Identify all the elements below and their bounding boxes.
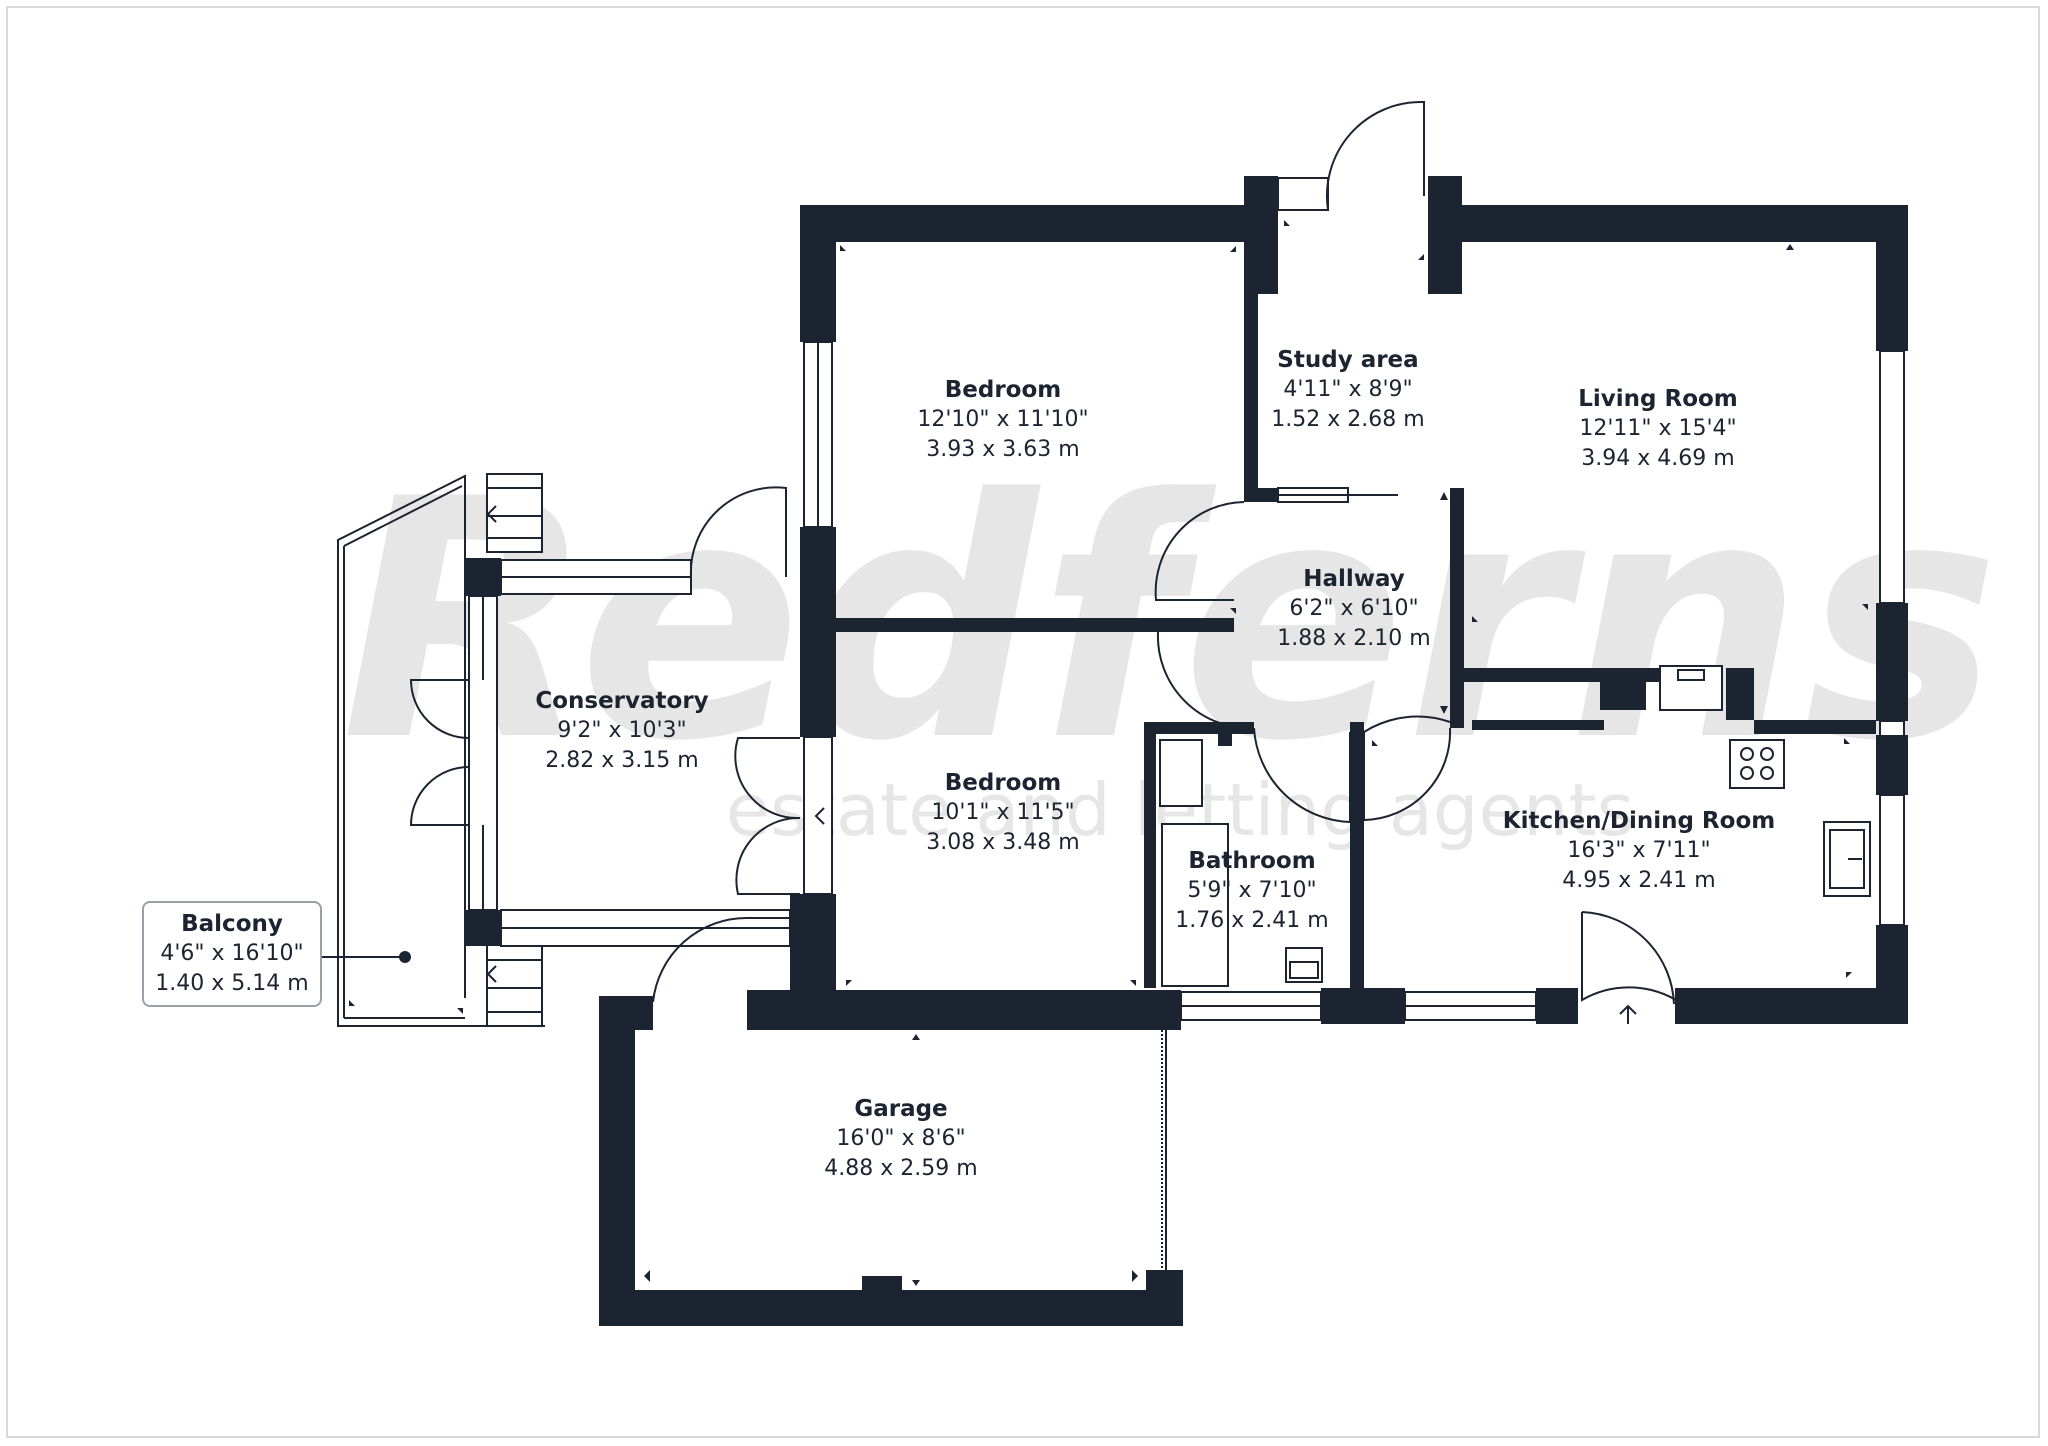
room-label-conservatory: Conservatory 9'2" x 10'3" 2.82 x 3.15 m (535, 686, 708, 776)
room-size-imperial: 16'3" x 7'11" (1567, 838, 1711, 863)
room-size-imperial: 4'6" x 16'10" (160, 941, 304, 966)
room-size-metric: 3.08 x 3.48 m (926, 830, 1080, 855)
room-label-study-area: Study area 4'11" x 8'9" 1.52 x 2.68 m (1271, 345, 1424, 435)
room-label-balcony: Balcony 4'6" x 16'10" 1.40 x 5.14 m (142, 901, 322, 1007)
room-size-metric: 4.88 x 2.59 m (824, 1156, 978, 1181)
kitchen-fixtures (1659, 665, 1871, 897)
room-size-metric: 4.95 x 2.41 m (1562, 868, 1716, 893)
room-size-imperial: 16'0" x 8'6" (836, 1126, 966, 1151)
room-name: Garage (854, 1096, 948, 1122)
room-size-metric: 3.94 x 4.69 m (1581, 446, 1735, 471)
room-size-metric: 1.88 x 2.10 m (1277, 626, 1431, 651)
balcony-outline (337, 473, 545, 1027)
room-size-imperial: 4'11" x 8'9" (1283, 377, 1413, 402)
room-size-imperial: 9'2" x 10'3" (557, 718, 687, 743)
room-name: Bedroom (944, 770, 1062, 796)
room-size-metric: 1.40 x 5.14 m (155, 971, 309, 996)
doors (652, 100, 1677, 1005)
room-name: Bedroom (944, 377, 1062, 403)
room-label-living-room: Living Room 12'11" x 15'4" 3.94 x 4.69 m (1578, 384, 1738, 474)
room-label-bedroom-1: Bedroom 12'10" x 11'10" 3.93 x 3.63 m (917, 375, 1088, 465)
room-size-imperial: 12'11" x 15'4" (1579, 416, 1737, 441)
room-size-metric: 1.76 x 2.41 m (1175, 908, 1329, 933)
room-name: Study area (1277, 347, 1419, 373)
room-name: Hallway (1303, 566, 1405, 592)
room-size-imperial: 10'1" x 11'5" (931, 800, 1075, 825)
room-label-hallway: Hallway 6'2" x 6'10" 1.88 x 2.10 m (1277, 564, 1430, 654)
bathroom-fixtures (1159, 739, 1323, 987)
room-label-bathroom: Bathroom 5'9" x 7'10" 1.76 x 2.41 m (1175, 846, 1328, 936)
garage-structure (599, 996, 1183, 1326)
dimension-markers (349, 220, 1868, 1286)
walls (747, 176, 1908, 1030)
balcony-pointer (322, 951, 411, 963)
room-size-imperial: 6'2" x 6'10" (1289, 596, 1419, 621)
room-label-kitchen-dining-room: Kitchen/Dining Room 16'3" x 7'11" 4.95 x… (1503, 806, 1775, 896)
room-label-garage: Garage 16'0" x 8'6" 4.88 x 2.59 m (824, 1094, 977, 1184)
room-size-metric: 2.82 x 3.15 m (545, 748, 699, 773)
room-label-bedroom-2: Bedroom 10'1" x 11'5" 3.08 x 3.48 m (926, 768, 1079, 858)
room-name: Conservatory (535, 688, 709, 714)
room-name: Kitchen/Dining Room (1502, 808, 1776, 834)
room-size-metric: 1.52 x 2.68 m (1271, 407, 1425, 432)
room-size-metric: 3.93 x 3.63 m (926, 437, 1080, 462)
room-name: Living Room (1578, 386, 1738, 412)
room-size-imperial: 5'9" x 7'10" (1187, 878, 1317, 903)
room-name: Balcony (181, 911, 283, 937)
room-size-imperial: 12'10" x 11'10" (917, 407, 1089, 432)
room-name: Bathroom (1188, 848, 1316, 874)
